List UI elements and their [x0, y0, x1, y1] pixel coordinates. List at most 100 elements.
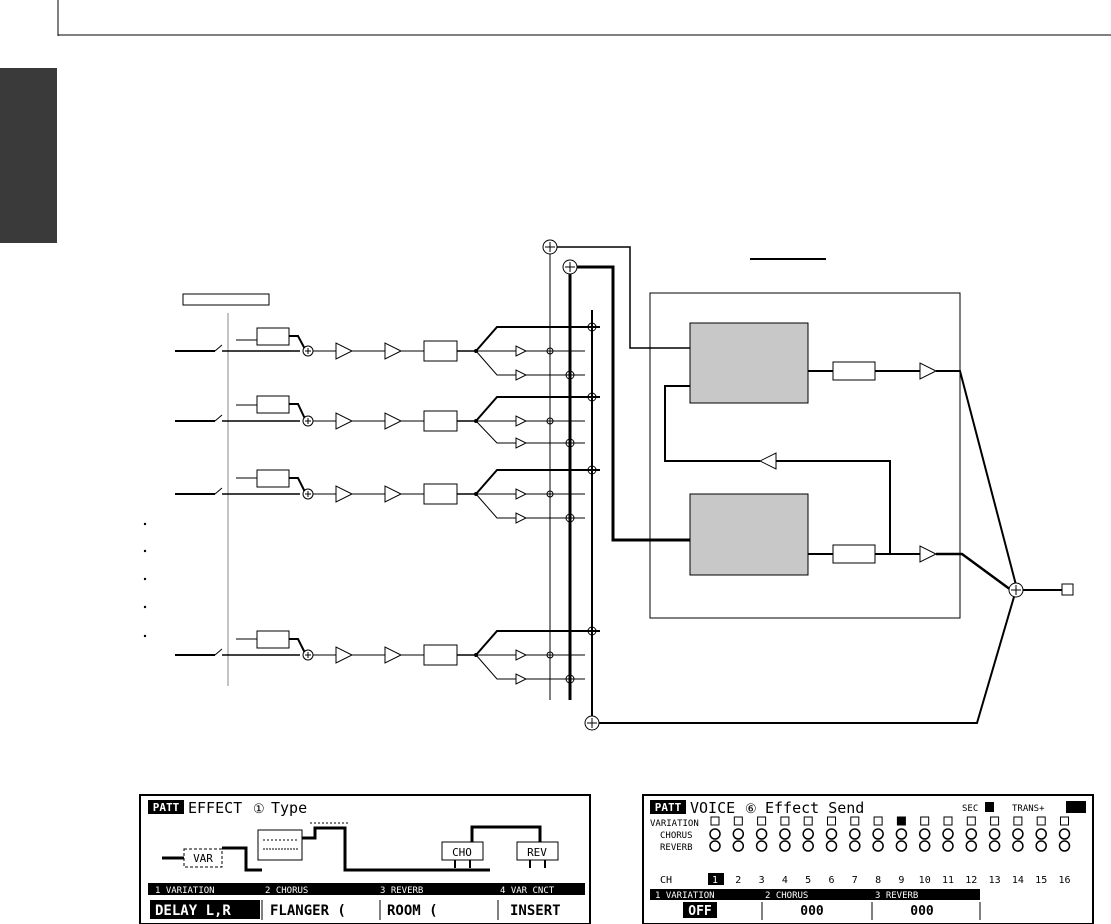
lcd-right-value-variation[interactable]: OFF	[688, 904, 712, 919]
lcd-left-cho-block: CHO	[452, 846, 472, 859]
channel-number: 7	[852, 875, 858, 886]
variation-switch-ch2[interactable]	[733, 816, 743, 826]
chorus-knob-ch9[interactable]	[895, 828, 908, 840]
chorus-knob-ch14[interactable]	[1012, 828, 1024, 840]
channel-number: 11	[942, 875, 954, 886]
lcd-left-title-digit: ①	[253, 802, 265, 817]
reverb-processor-block	[689, 322, 809, 404]
reverb-knob-ch4[interactable]	[779, 840, 791, 852]
chorus-knob-ch3[interactable]	[755, 828, 768, 840]
lcd-left-title: EFFECT	[188, 799, 242, 817]
reverb-knob-ch5[interactable]	[802, 840, 814, 852]
lcd-right-sec-label: SEC	[962, 804, 978, 814]
variation-switch-ch4[interactable]	[780, 816, 790, 826]
variation-switch-ch9[interactable]	[896, 816, 906, 826]
master-mix-node	[1008, 582, 1074, 598]
lcd-left-value-var-connect[interactable]: INSERT	[510, 903, 561, 919]
reverb-knob-ch13[interactable]	[988, 840, 1001, 852]
chorus-knob-ch2[interactable]	[732, 828, 745, 840]
channel-number: 15	[1035, 875, 1047, 886]
variation-switch-ch7[interactable]	[850, 816, 860, 826]
variation-switch-ch11[interactable]	[943, 816, 953, 826]
lcd-right-value-reverb[interactable]: 000	[910, 904, 934, 919]
reverb-knob-ch12[interactable]	[965, 840, 978, 852]
chorus-knob-ch12[interactable]	[965, 828, 978, 840]
variation-switch-ch1[interactable]	[710, 816, 720, 826]
lcd-right-title: VOICE	[690, 799, 735, 817]
variation-switch-ch13[interactable]	[990, 816, 1000, 826]
lcd-left-header-1: 1 VARIATION	[155, 886, 215, 896]
lcd-left-header-3: 3 REVERB	[380, 886, 423, 896]
lcd-right-row-variation: VARIATION	[650, 819, 699, 829]
reverb-knob-ch9[interactable]	[895, 840, 908, 852]
lcd-right-mode-badge: PATT	[655, 801, 682, 814]
channel-strip-16	[175, 630, 600, 685]
channel-number: 2	[735, 875, 741, 886]
output-terminal	[1061, 583, 1074, 596]
reverb-knob-ch14[interactable]	[1012, 840, 1024, 852]
reverb-knob-ch8[interactable]	[872, 840, 884, 852]
channel-number: 6	[828, 875, 834, 886]
lcd-left-var-block: VAR	[193, 852, 213, 865]
chorus-knob-ch7[interactable]	[849, 828, 861, 840]
chorus-knob-ch5[interactable]	[802, 828, 814, 840]
lcd-left-title-suffix: Type	[271, 799, 307, 817]
reverb-knob-ch3[interactable]	[755, 840, 768, 852]
channel-number: 1	[712, 875, 718, 886]
chorus-sum-node	[562, 259, 690, 542]
reverb-knob-ch7[interactable]	[849, 840, 861, 852]
chapter-tab-marker	[0, 68, 57, 243]
reverb-knob-ch15[interactable]	[1035, 840, 1047, 852]
lcd-screen-effect-type: PATT EFFECT ① Type VAR CHO REV 1 VARIATI…	[139, 794, 591, 924]
variation-switch-ch10[interactable]	[920, 816, 930, 826]
feedback-loop-path	[664, 385, 891, 554]
variation-switch-ch3[interactable]	[757, 816, 767, 826]
chorus-knob-ch1[interactable]	[709, 828, 721, 840]
channel-number: 5	[805, 875, 811, 886]
lcd-right-title-suffix: Effect Send	[765, 799, 864, 817]
variation-switch-ch12[interactable]	[966, 816, 976, 826]
channel-number: 12	[965, 875, 977, 886]
reverb-knob-ch1[interactable]	[709, 840, 721, 852]
variation-switch-ch14[interactable]	[1013, 816, 1023, 826]
variation-switch-ch6[interactable]	[827, 816, 836, 826]
chorus-knob-ch15[interactable]	[1035, 828, 1047, 840]
variation-switch-ch5[interactable]	[803, 816, 813, 826]
lcd-left-part-mixer	[257, 829, 303, 861]
lcd-right-row-chorus: CHORUS	[660, 831, 693, 841]
lcd-left-value-variation[interactable]: DELAY L,R	[155, 903, 231, 919]
reverb-knob-ch11[interactable]	[942, 840, 954, 852]
lcd-right-row-reverb: REVERB	[660, 843, 693, 853]
variation-switch-ch15[interactable]	[1036, 816, 1046, 826]
lcd-left-value-reverb[interactable]: ROOM (	[387, 903, 438, 919]
chorus-knob-ch8[interactable]	[872, 828, 884, 840]
effect-unit-frame	[649, 292, 961, 619]
chorus-knob-ch10[interactable]	[918, 828, 931, 840]
variation-switch-ch16[interactable]	[1060, 816, 1069, 826]
channel-number: 8	[875, 875, 881, 886]
chorus-processor-block	[689, 493, 809, 576]
upper-output-path	[808, 361, 1017, 586]
channel-number: 10	[919, 875, 931, 886]
lcd-right-header-3: 3 REVERB	[875, 891, 918, 901]
reverb-knob-ch2[interactable]	[732, 840, 745, 852]
variation-switch-ch8[interactable]	[873, 816, 883, 826]
reverb-knob-ch6[interactable]	[825, 840, 838, 852]
variation-sum-node	[542, 239, 690, 349]
reverb-knob-ch10[interactable]	[918, 840, 931, 852]
chorus-knob-ch16[interactable]	[1058, 828, 1071, 840]
channel-strip-3	[175, 469, 600, 524]
chorus-knob-ch6[interactable]	[825, 828, 838, 840]
lcd-right-ch-prefix: CH	[660, 875, 672, 886]
chorus-knob-ch11[interactable]	[942, 828, 954, 840]
send-level-knob-grid[interactable]	[709, 816, 1071, 852]
reverb-knob-ch16[interactable]	[1058, 840, 1071, 852]
lcd-left-header-2: 2 CHORUS	[265, 886, 308, 896]
chorus-knob-ch4[interactable]	[779, 828, 791, 840]
effect-send-buses	[546, 247, 597, 720]
lower-output-path	[808, 544, 1012, 592]
lcd-right-value-chorus[interactable]: 000	[800, 904, 824, 919]
chorus-knob-ch13[interactable]	[988, 828, 1001, 840]
lcd-right-header-1: 1 VARIATION	[655, 891, 715, 901]
lcd-left-value-chorus[interactable]: FLANGER (	[270, 903, 346, 919]
